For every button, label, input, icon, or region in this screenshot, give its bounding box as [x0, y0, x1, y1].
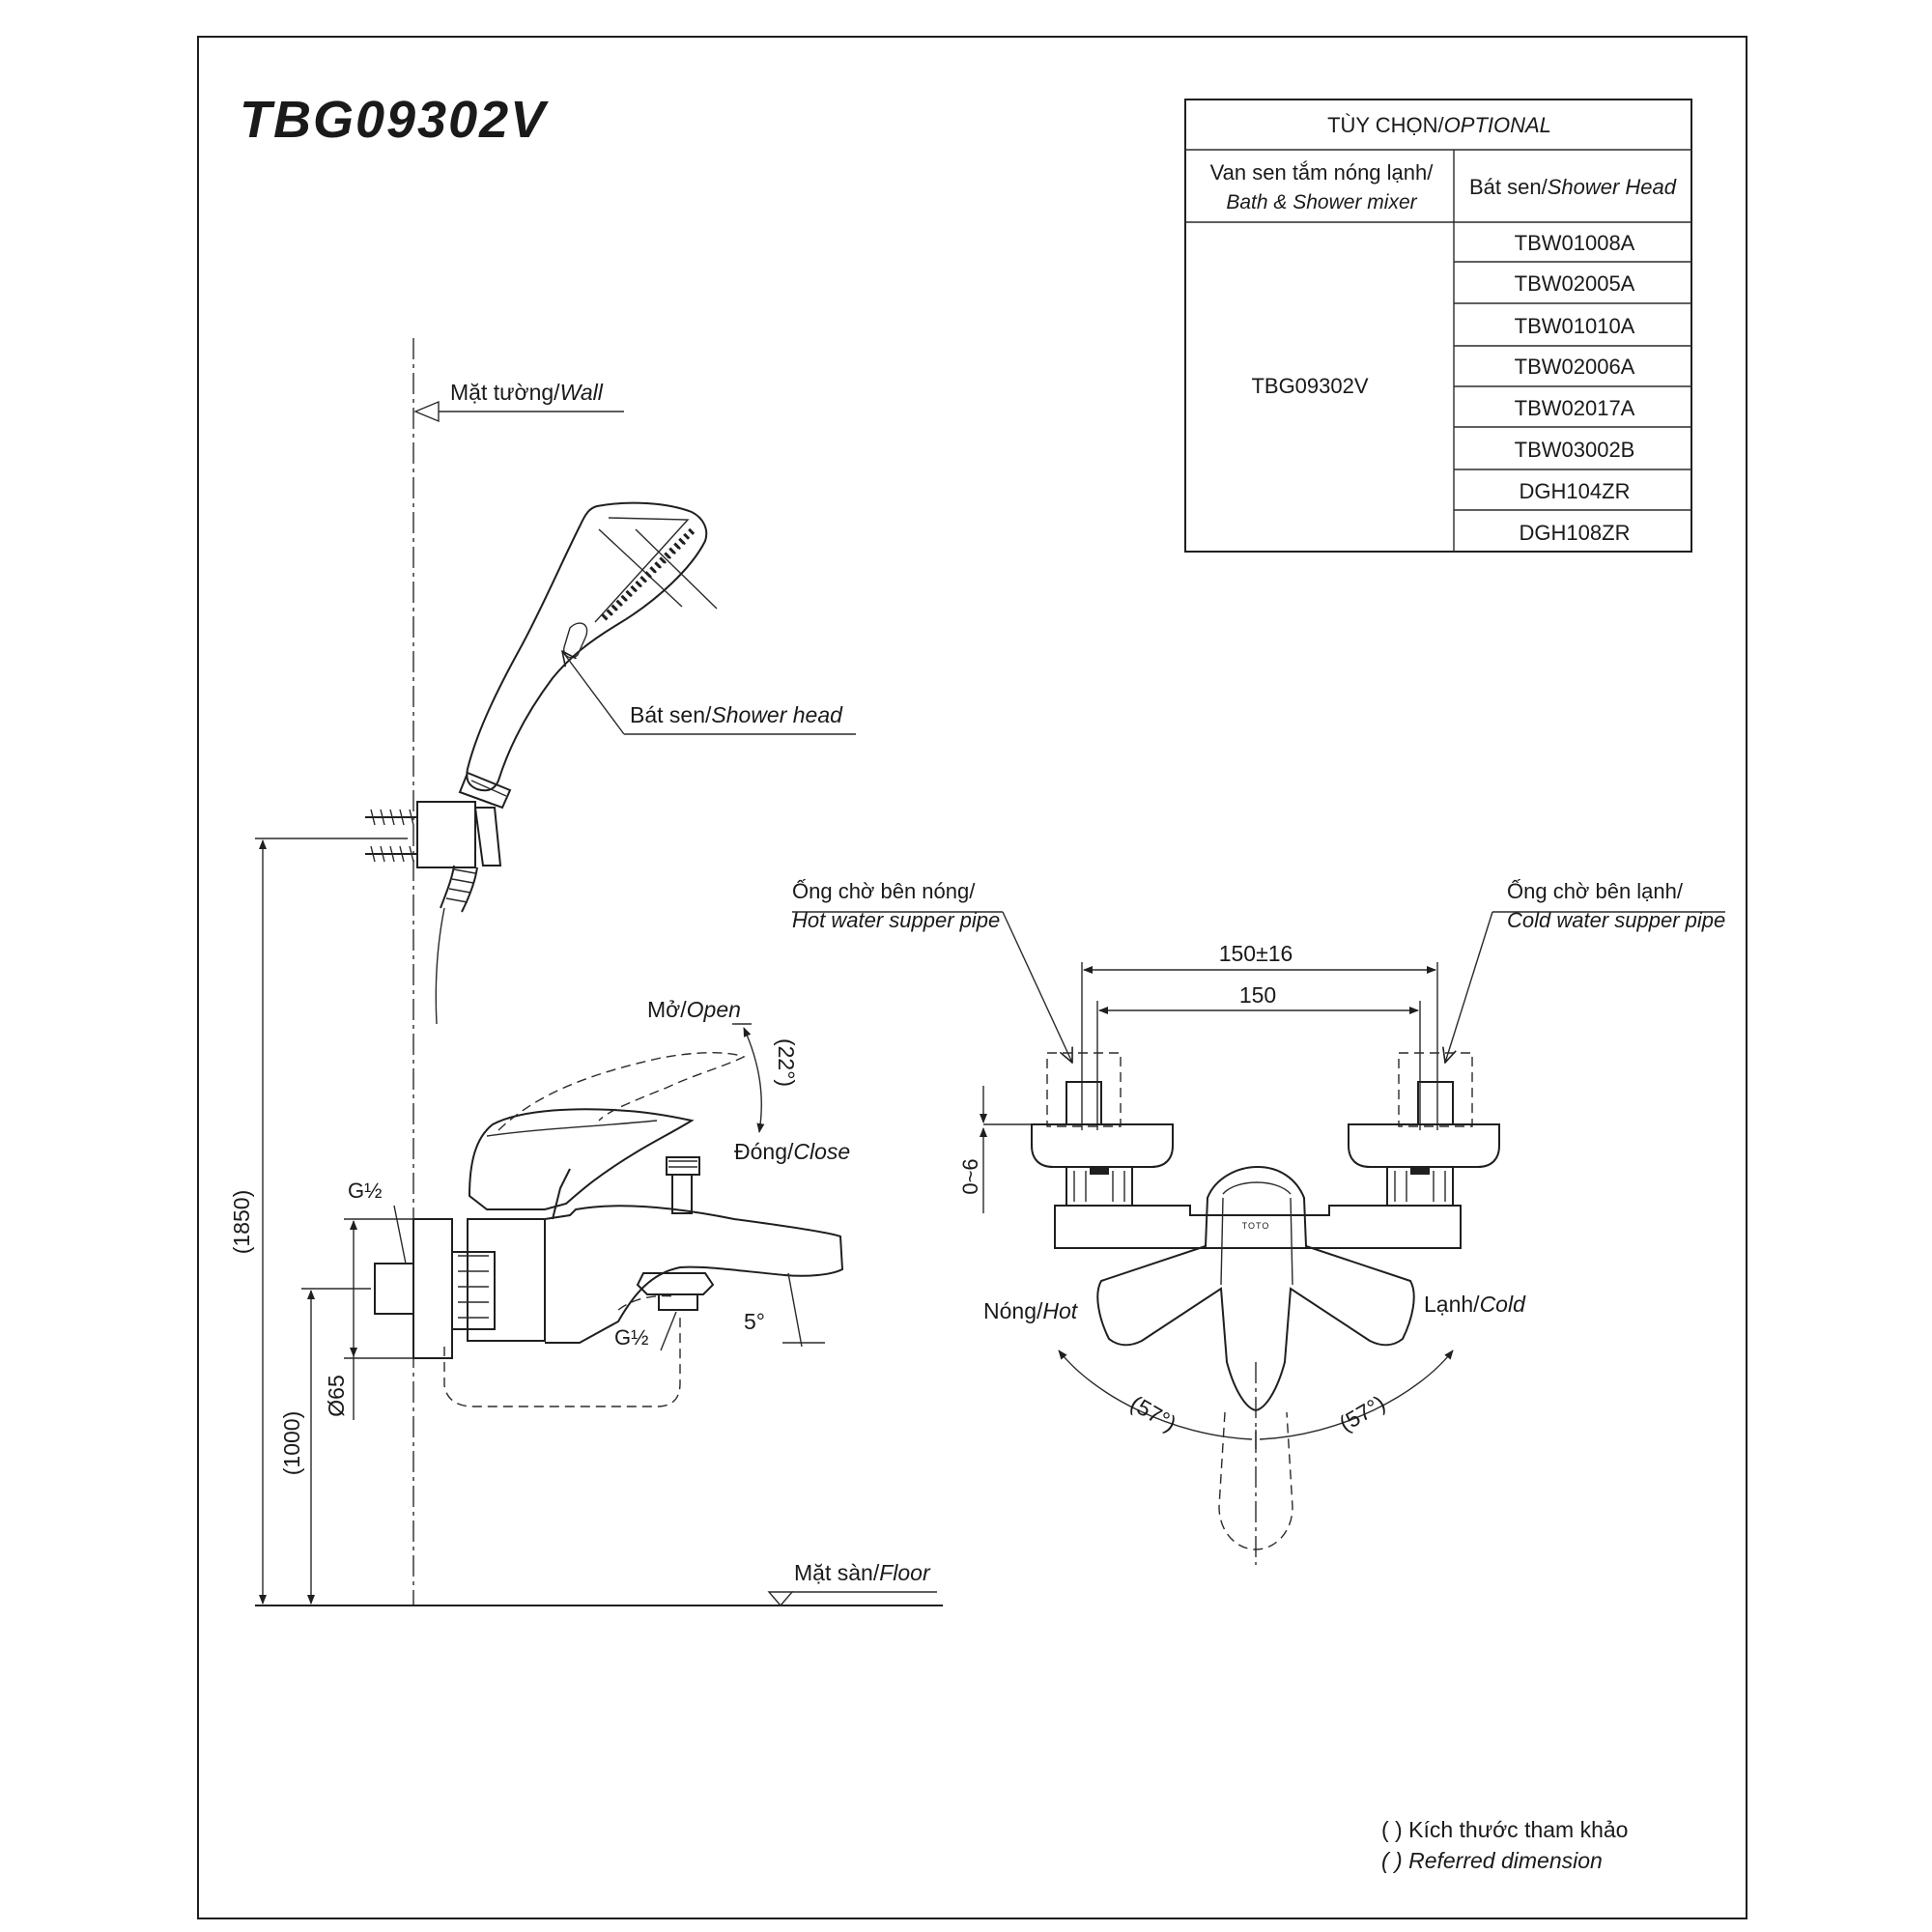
table-col1-header-vi: Van sen tắm nóng lạnh/ [1210, 160, 1435, 185]
flange-diameter-label: Ø65 [324, 1375, 349, 1416]
table-shower-head-cell: TBW02017A [1515, 396, 1635, 420]
spray-nozzles [601, 526, 696, 621]
table-shower-head-cell: TBW02006A [1515, 355, 1635, 379]
height-total-label: (1850) [229, 1190, 254, 1254]
optional-table: TÙY CHỌN/OPTIONAL Van sen tắm nóng lạnh/… [1184, 99, 1692, 553]
table-shower-head-cell: TBW01010A [1515, 314, 1635, 338]
table-shower-head-cell: TBW02005A [1515, 271, 1635, 296]
open-label: Mở/Open [647, 997, 741, 1022]
inlet-thread-label: G½ [348, 1179, 382, 1203]
table-shower-head-cell: DGH108ZR [1520, 521, 1631, 545]
side-view: Mặt tường/Wall [229, 338, 943, 1607]
wall-anchor-bottom [365, 845, 417, 863]
hot-label: Nóng/Hot [983, 1298, 1079, 1323]
mixer-side: G½ G½ Mở/Open Đóng/Close (22°) 5° [348, 997, 850, 1407]
cold-label: Lạnh/Cold [1424, 1292, 1526, 1317]
angle-left-label: (57°) [1126, 1390, 1180, 1436]
table-shower-head-cell: DGH104ZR [1520, 479, 1631, 503]
shower-head: Bát sen/Shower head [365, 501, 856, 1025]
table-col2-header: Bát sen/Shower Head [1469, 175, 1677, 199]
drawing-border [197, 36, 1747, 1919]
wall-anchor-top [365, 809, 417, 826]
handle-angle-label: (22°) [774, 1038, 799, 1087]
height-mixer-label: (1000) [279, 1411, 304, 1475]
floor-label: Mặt sàn/Floor [794, 1560, 931, 1585]
brand-logo-text: TOTO [1242, 1221, 1270, 1231]
center-distance-tolerance: 150±16 [1219, 941, 1293, 966]
front-view: Ống chờ bên nóng/ Hot water supper pipe … [792, 878, 1725, 1565]
center-distance: 150 [1239, 982, 1276, 1008]
table-mixer-model: TBG09302V [1251, 374, 1368, 398]
hot-pipe-label-vi: Ống chờ bên nóng/ [792, 878, 976, 903]
table-shower-head-cell: TBW03002B [1515, 438, 1635, 462]
wall-offset-label: 0~6 [958, 1158, 982, 1194]
close-label: Đóng/Close [734, 1139, 850, 1164]
shower-head-label: Bát sen/Shower head [630, 702, 843, 727]
table-header: TÙY CHỌN/OPTIONAL [1327, 113, 1551, 137]
spout-angle-label: 5° [744, 1309, 765, 1334]
mixer-handle: TOTO [1096, 1165, 1415, 1565]
page-title: TBG09302V [240, 91, 549, 149]
cold-pipe-label-vi: Ống chờ bên lạnh/ [1507, 878, 1684, 903]
wall-label: Mặt tường/Wall [450, 380, 604, 405]
table-col1-header-en: Bath & Shower mixer [1226, 191, 1417, 213]
side-dimensions: (1850) (1000) Ø65 Mặt sàn/Floor [229, 838, 943, 1607]
angle-right-label: (57°) [1335, 1390, 1389, 1436]
table-shower-head-cell: TBW01008A [1515, 231, 1635, 255]
reference-note-vi: ( ) Kích thước tham khảo [1381, 1817, 1628, 1842]
outlet-thread-label: G½ [614, 1325, 648, 1350]
reference-note-en: ( ) Referred dimension [1381, 1848, 1603, 1873]
